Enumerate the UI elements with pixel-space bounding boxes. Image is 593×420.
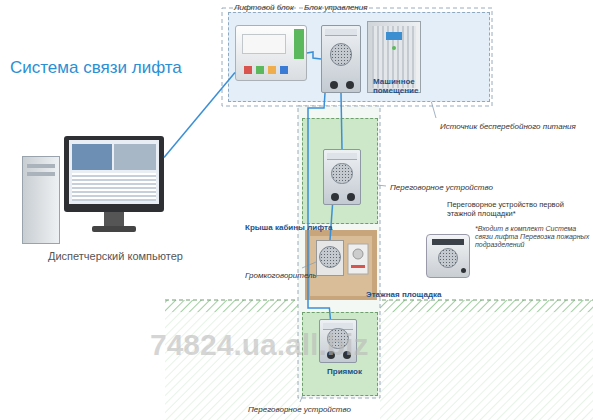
node-note: *Входит в комплект Система связи лифта П… [475, 225, 590, 249]
pc-tower [22, 156, 60, 244]
node-label: Приямок [327, 367, 377, 376]
screen-table [72, 173, 156, 201]
monitor-base [92, 226, 136, 232]
speaker-grille [330, 43, 352, 65]
panel-display [432, 239, 464, 245]
diagram-title: Система связи лифта [10, 58, 182, 78]
node-label: Громкоговоритель [245, 271, 317, 280]
signal-wire [341, 93, 342, 149]
speaker-grille [438, 248, 458, 268]
ground-hatch [380, 312, 593, 420]
ground-hatch [380, 300, 593, 312]
device-lid [242, 34, 286, 54]
floor-label: Этажная площадка [366, 290, 441, 299]
panel-header [325, 29, 357, 36]
panel-button [347, 193, 355, 201]
connector [268, 66, 276, 74]
loudspeaker: Громкоговоритель [316, 240, 344, 276]
node-label: Источник бесперебойного питания [440, 122, 590, 131]
ground-hatch [165, 300, 300, 312]
connector [256, 66, 264, 74]
leader-line [302, 262, 316, 268]
signal-wire [308, 93, 330, 319]
panel-button [346, 81, 354, 89]
screen-window [114, 144, 156, 170]
cabin-button [353, 249, 363, 259]
signal-wire [330, 205, 333, 240]
node-label: Лифтовой блок [234, 3, 300, 12]
node-label: Блок управления [304, 3, 378, 12]
node-label: Диспетчерский компьютер [48, 250, 208, 263]
cabin-button-panel [348, 244, 368, 274]
watermark: 74824.ua.all.biz [150, 328, 368, 363]
speaker-grille [319, 246, 341, 268]
node-label: Переговорное устройство первой этажной п… [447, 201, 577, 218]
drive-slot [27, 164, 55, 168]
ups-display [386, 32, 402, 40]
node-label: Переговорное устройство [390, 183, 500, 192]
speaker-grille [331, 163, 352, 184]
screen-window [72, 144, 112, 170]
dispatch-computer: Диспетчерский компьютер [22, 136, 164, 244]
drive-slot [27, 172, 55, 176]
ups-led [392, 46, 396, 50]
panel-button [330, 81, 338, 89]
machine-room-frame [222, 8, 492, 106]
node-label: Переговорное устройство [248, 405, 368, 414]
room-zone: Машинное помещение Лифтовой блок Блок упра… [228, 12, 490, 102]
lift-unit: Лифтовой блок [235, 25, 307, 81]
terminal-strip [294, 29, 304, 59]
cabin-wall [305, 230, 377, 300]
intercom-unit: Переговорное устройство [323, 149, 361, 205]
panel-button [331, 193, 339, 201]
node-label: Машинное помещение [373, 77, 443, 95]
connector [244, 66, 252, 74]
node-label: Крыша кабины лифта [245, 223, 345, 232]
panel-header [327, 153, 357, 160]
signal-wire [164, 73, 235, 158]
control-unit: Блок управления [321, 25, 361, 93]
connector [280, 66, 288, 74]
cabin-button-mark [351, 265, 365, 268]
roof-zone: Крыша кабины лифтаПереговорное устройств… [302, 118, 378, 224]
panel-button [461, 268, 466, 273]
cabin-panel [310, 236, 372, 296]
signal-wire [307, 52, 321, 59]
floor-intercom: Переговорное устройство первой этажной п… [426, 234, 470, 278]
